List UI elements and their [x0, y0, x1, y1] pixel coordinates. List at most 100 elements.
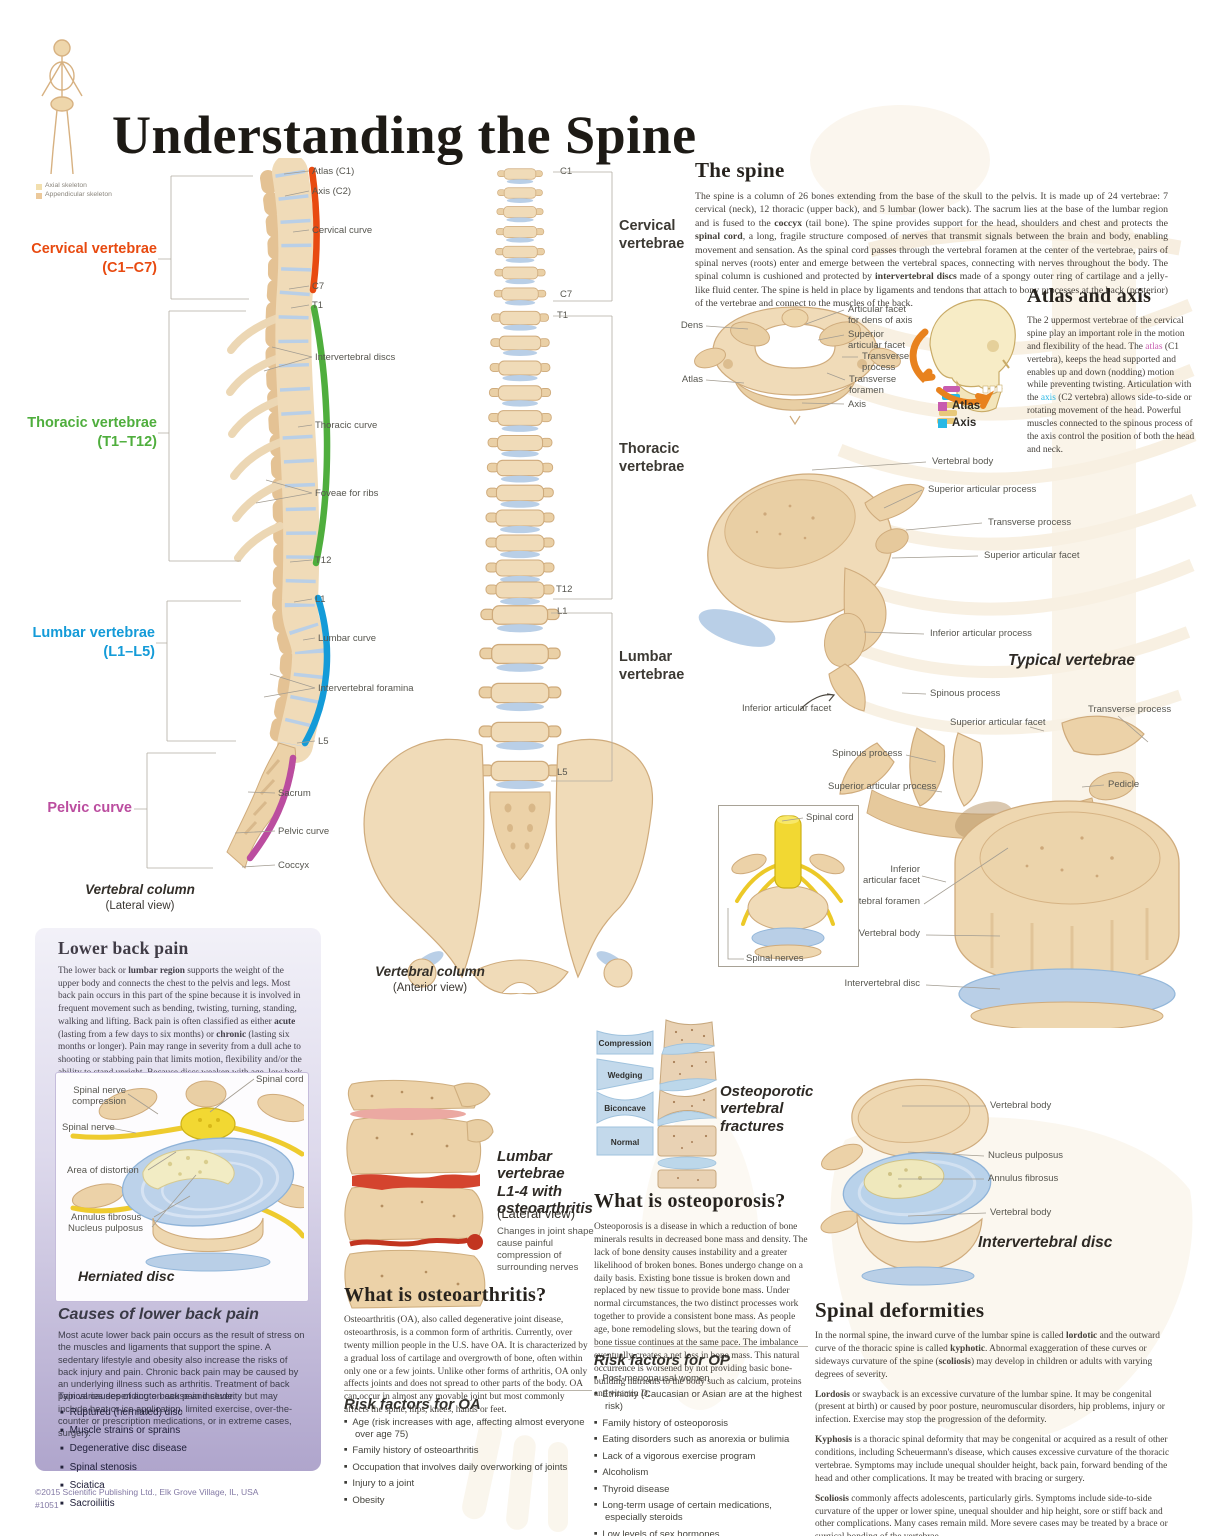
the-spine-heading: The spine [695, 158, 785, 182]
op-risk-bullet: Alcoholism [594, 1467, 814, 1479]
anterior-c1: C1 [560, 166, 573, 177]
callout-t1: T1 [312, 300, 324, 311]
anterior-c7: C7 [560, 289, 573, 300]
op-risk-list: Post-menopausal women Ethnicity (Caucasi… [594, 1373, 814, 1536]
op-risk-bullet: Lack of a vigorous exercise program [594, 1451, 814, 1463]
typ-lower-spinous: Spinous process [832, 748, 903, 759]
anterior-t12: T12 [556, 584, 573, 595]
oa-risk-bullet: Family history of osteoarthritis [344, 1445, 598, 1457]
oa-figure-sub: (Lateral view) [497, 1206, 576, 1221]
page-title: Understanding the Spine [112, 105, 697, 166]
anterior-spine-figure [363, 168, 653, 995]
oa-risk-list: Age (risk increases with age, affecting … [344, 1417, 598, 1511]
typical-vertebra-upper-figure [698, 473, 925, 712]
callout-t12: T12 [315, 555, 332, 566]
causes-bullet-list: Ruptured (herniated) disc Muscle strains… [60, 1407, 304, 1516]
callout-sacrum: Sacrum [278, 788, 311, 799]
op-risk-bullet: Post-menopausal women [594, 1373, 814, 1385]
atlas-callout-sup-facet: Superior articular facet [848, 329, 906, 352]
typ-upper-trans-process: Transverse process [988, 517, 1072, 528]
causes-bullet: Sacroiliitis [60, 1498, 304, 1510]
fracture-label-wedging: Wedging [607, 1070, 643, 1080]
op-risk-bullet: Low levels of sex hormones [594, 1529, 814, 1536]
oa-risk-heading: Risk factors for OA [344, 1396, 481, 1413]
typical-vertebrae-heading: Typical vertebrae [1008, 652, 1135, 669]
oa-heading: What is osteoarthritis? [344, 1284, 547, 1306]
axis-legend-swatch [938, 419, 947, 428]
intervertebral-disc-figure [820, 1078, 992, 1286]
anterior-thoracic-label: Thoracic vertebrae [619, 441, 685, 476]
typ-upper-sup-process: Superior articular process [928, 484, 1037, 495]
causes-bullet: Sciatica [60, 1480, 304, 1492]
hern-annulus: Annulus fibrosus [71, 1212, 142, 1223]
oa-risk-bullet: Injury to a joint [344, 1478, 598, 1490]
region-label-pelvic: Pelvic curve [47, 800, 132, 816]
anterior-l1: L1 [557, 606, 568, 617]
region-label-lumbar: Lumbar vertebrae (L1–L5) [32, 625, 156, 660]
hern-compression: Spinal nerve compression [72, 1085, 126, 1108]
typ-upper-spinous: Spinous process [930, 688, 1001, 699]
typ-lower-sup-facet: Superior articular facet [950, 717, 1046, 728]
atlas-axis-heading: Atlas and axis [1027, 285, 1152, 307]
hern-spinal-nerve: Spinal nerve [62, 1122, 115, 1133]
inset-spinal-nerves: Spinal nerves [746, 953, 804, 964]
oa-lumbar-figure [344, 1079, 494, 1309]
deformities-p4: Scoliosis commonly affects adolescents, … [815, 1493, 1168, 1536]
anterior-caption: Vertebral column (Anterior view) [375, 964, 485, 994]
mini-skeleton-icon [41, 39, 83, 175]
hern-spinal-cord: Spinal cord [256, 1074, 304, 1085]
oa-body: Osteoarthritis (OA), also called degener… [344, 1315, 588, 1416]
oa-risk-bullet: Obesity [344, 1495, 598, 1507]
oa-risk-bullet: Age (risk increases with age, affecting … [344, 1417, 598, 1441]
callout-l1: L1 [315, 594, 326, 605]
deformities-heading: Spinal deformities [815, 1298, 985, 1322]
region-label-thoracic: Thoracic vertebrae (T1–T12) [27, 415, 157, 450]
atlas-legend-swatch [938, 402, 947, 411]
axis-legend-label: Axis [952, 417, 977, 429]
atlas-callout-trans-foramen: Transverse foramen [849, 374, 897, 397]
herniated-disc-caption: Herniated disc [78, 1268, 175, 1284]
footer-copyright: ©2015 Scientific Publishing Ltd., Elk Gr… [35, 1487, 259, 1510]
op-risk-bullet: Long-term usage of certain medications, … [594, 1500, 814, 1524]
op-figure-title: Osteoporotic vertebral fractures [720, 1083, 814, 1135]
atlas-callout-dens: Dens [680, 320, 703, 331]
axial-skeleton-label: Axial skeleton [45, 182, 87, 189]
spinal-cord-inset-figure [731, 815, 845, 960]
ivd-nucleus: Nucleus pulposus [988, 1150, 1063, 1161]
ivd-vertebral-body-top: Vertebral body [990, 1100, 1052, 1111]
hern-distortion: Area of distortion [67, 1165, 139, 1176]
atlas-callout-atlas: Atlas [681, 374, 703, 385]
callout-coccyx: Coccyx [278, 860, 310, 871]
deformities-p3: Kyphosis is a thoracic spinal deformity … [815, 1435, 1170, 1484]
causes-bullet: Degenerative disc disease [60, 1443, 304, 1455]
osteoporotic-spine-figure [657, 1019, 718, 1189]
typ-lower-body: Vertebral body [858, 928, 920, 939]
deformities-body: In the normal spine, the inward curve of… [815, 1330, 1173, 1536]
region-label-cervical: Cervical vertebrae (C1–C7) [31, 241, 157, 276]
op-risk-bullet: Ethnicity (Caucasian or Asian are at the… [594, 1389, 814, 1413]
causes-bullet: Ruptured (herniated) disc [60, 1407, 304, 1419]
ivd-annulus: Annulus fibrosus [988, 1173, 1059, 1184]
typ-upper-vertebral-body: Vertebral body [932, 456, 994, 467]
typ-lower-trans-process: Transverse process [1088, 704, 1172, 715]
atlas-axis-body: The 2 uppermost vertebrae of the cervica… [1027, 316, 1195, 455]
typ-upper-sup-facet: Superior articular facet [984, 550, 1080, 561]
inset-spinal-cord: Spinal cord [806, 812, 854, 823]
appendicular-skeleton-swatch [36, 193, 42, 199]
op-risk-bullet: Family history of osteoporosis [594, 1418, 814, 1430]
callout-pelvic-curve: Pelvic curve [278, 826, 330, 837]
op-risk-bullet: Thyroid disease [594, 1484, 814, 1496]
ivd-caption: Intervertebral disc [978, 1234, 1113, 1251]
hern-nucleus: Nucleus pulposus [68, 1223, 143, 1234]
oa-figure-note: Changes in joint shape cause painful com… [497, 1226, 594, 1273]
fracture-label-biconcave: Biconcave [604, 1103, 646, 1113]
anterior-t1: T1 [557, 310, 569, 321]
fracture-label-compression: Compression [598, 1038, 652, 1048]
lower-back-pain-heading: Lower back pain [58, 938, 189, 958]
op-heading: What is osteoporosis? [594, 1190, 786, 1212]
causes-intro: Typical causes of acute back pain includ… [58, 1391, 236, 1402]
anterior-lumbar-label: Lumbar vertebrae [619, 649, 685, 684]
causes-bullet: Spinal stenosis [60, 1462, 304, 1474]
callout-l5: L5 [318, 736, 329, 747]
